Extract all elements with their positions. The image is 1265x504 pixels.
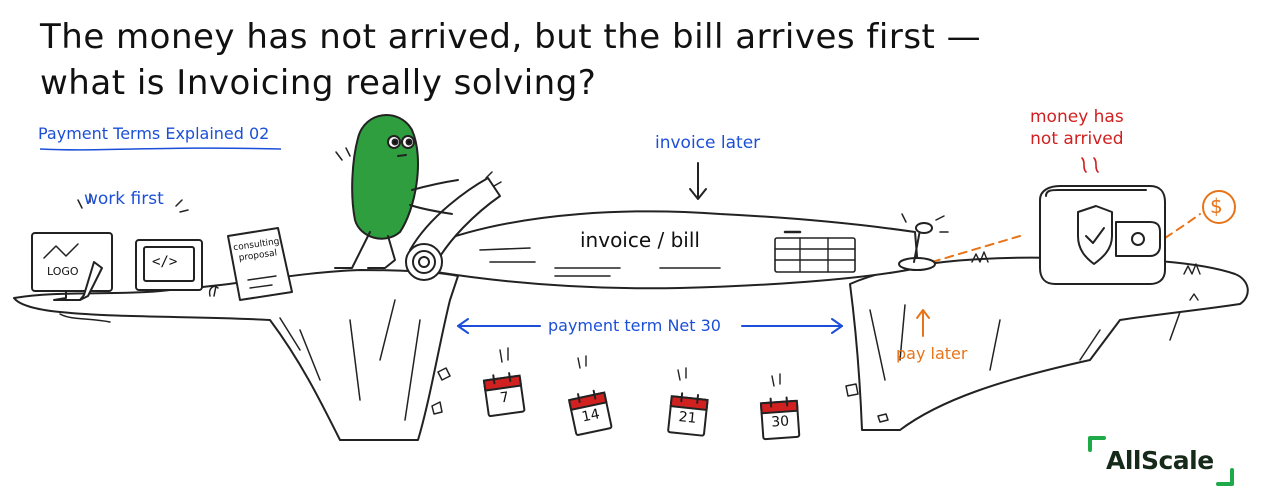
shield-check-icon	[1077, 205, 1113, 265]
money-not-arrived-line-2: not arrived	[1030, 129, 1124, 149]
headline-line-2: what is Invoicing really solving?	[40, 63, 597, 103]
work-first-label: work first	[84, 189, 164, 209]
pay-later-label: pay later	[896, 344, 968, 363]
code-symbol: </>	[152, 254, 178, 270]
code-screen-icon	[135, 239, 203, 291]
dollar-symbol: $	[1210, 194, 1223, 218]
money-not-arrived-line-1: money has	[1030, 107, 1124, 127]
invoice-later-label: invoice later	[655, 133, 761, 153]
payment-term-label: payment term Net 30	[548, 316, 721, 335]
calendar-icon: 30	[759, 395, 802, 442]
left-cliff	[13, 269, 459, 441]
invoice-bill-label: invoice / bill	[580, 228, 700, 252]
series-underline	[39, 147, 282, 151]
brand-logo: AllScale	[1088, 436, 1238, 490]
calendar-icon: 7	[481, 369, 527, 418]
scroll-roll-icon	[405, 177, 501, 281]
brand-mark	[1088, 436, 1234, 486]
invoice-scroll	[429, 210, 919, 290]
pin-icon	[898, 213, 949, 271]
invoice-later-arrow	[689, 162, 707, 200]
headline-line-1: The money has not arrived, but the bill …	[40, 17, 982, 57]
money-flow-arrow	[931, 213, 1201, 263]
proposal-document-icon	[227, 227, 293, 301]
calendar-icon: 14	[566, 386, 614, 437]
headline: The money has not arrived, but the bill …	[40, 14, 1040, 106]
money-not-arrived-label: money has not arrived	[1030, 106, 1124, 150]
calendar-day: 30	[770, 413, 790, 431]
series-label: Payment Terms Explained 02	[38, 124, 270, 143]
pay-later-arrow	[916, 309, 930, 337]
logo-monitor-icon	[31, 232, 113, 301]
character-icon	[334, 114, 502, 269]
right-cliff	[849, 256, 1249, 431]
dollar-coin-icon	[1202, 190, 1236, 224]
calendar-icon: 21	[666, 390, 710, 438]
payment-term-arrow	[457, 318, 843, 334]
brand-name: AllScale	[1106, 446, 1214, 475]
logo-text: LOGO	[47, 265, 79, 278]
